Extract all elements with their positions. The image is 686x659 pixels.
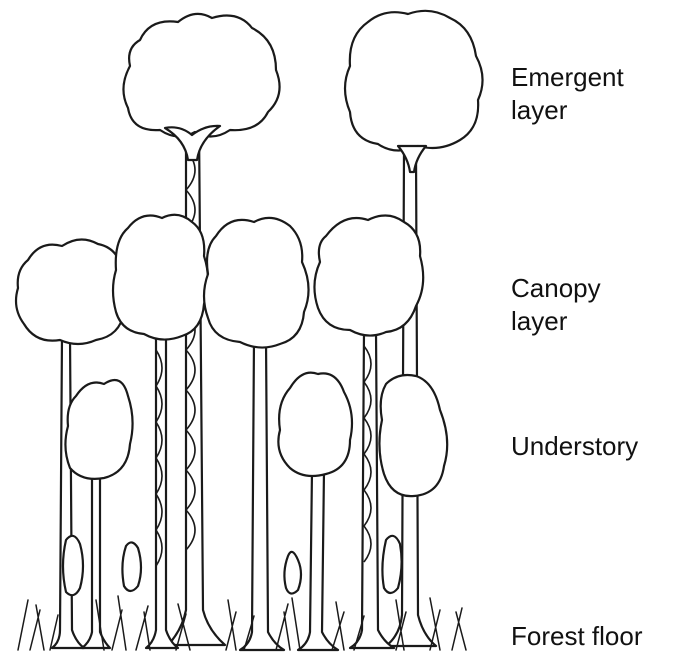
understory-tree-2: [278, 373, 352, 650]
emergent-tree-left-trunk: [168, 125, 225, 645]
emergent-tree-right-fork: [398, 146, 426, 172]
layer-label-understory: Understory: [511, 430, 638, 463]
forest-floor-grass: [18, 596, 466, 650]
emergent-tree-right-crown: [345, 11, 483, 151]
forest-floor-saplings: [63, 536, 402, 595]
understory-tree-1: [65, 380, 132, 648]
emergent-tree-left-crown: [123, 14, 279, 137]
understory-tree-3: [379, 375, 447, 496]
layer-label-forest-floor: Forest floor: [511, 620, 643, 653]
layer-label-canopy: Canopy layer: [511, 272, 601, 338]
layer-label-emergent: Emergent layer: [511, 61, 624, 127]
